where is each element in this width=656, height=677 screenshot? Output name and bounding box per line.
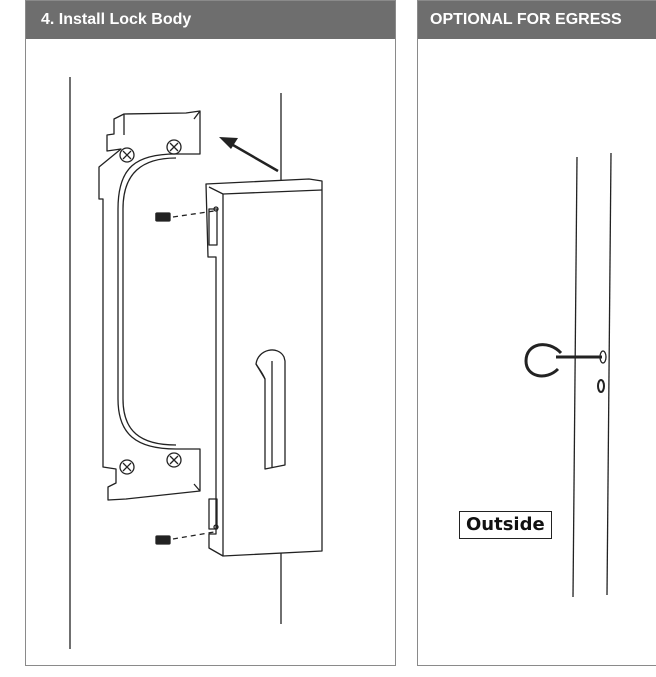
install-direction-arrow-icon (219, 137, 279, 173)
side-screw-hole (213, 206, 219, 212)
egress-hook-icon (524, 343, 607, 378)
lock-body-illustration (69, 77, 323, 649)
strike-bracket (98, 110, 201, 501)
panel-title: 4. Install Lock Body (26, 1, 395, 39)
egress-hook-illustration (524, 152, 612, 598)
mounting-screw-top-icon (155, 210, 215, 222)
thumb-turn-knob (255, 349, 286, 470)
bracket-screw-top-left-icon (119, 147, 135, 163)
mounting-screw-bottom-icon (155, 531, 215, 545)
outside-label: Outside (459, 511, 552, 539)
door-edge-left (572, 156, 578, 598)
bracket-screw-top-right-icon (166, 139, 182, 155)
door-edge-right (606, 152, 612, 596)
install-lock-body-panel: 4. Install Lock Body (25, 0, 396, 666)
optional-egress-panel: OPTIONAL FOR EGRESS Outside (417, 0, 656, 666)
bracket-screw-bottom-right-icon (166, 452, 182, 468)
door-hole (597, 379, 605, 393)
side-screw-hole (213, 524, 219, 530)
bracket-screw-bottom-left-icon (119, 459, 135, 475)
panel-title: OPTIONAL FOR EGRESS (418, 1, 656, 39)
